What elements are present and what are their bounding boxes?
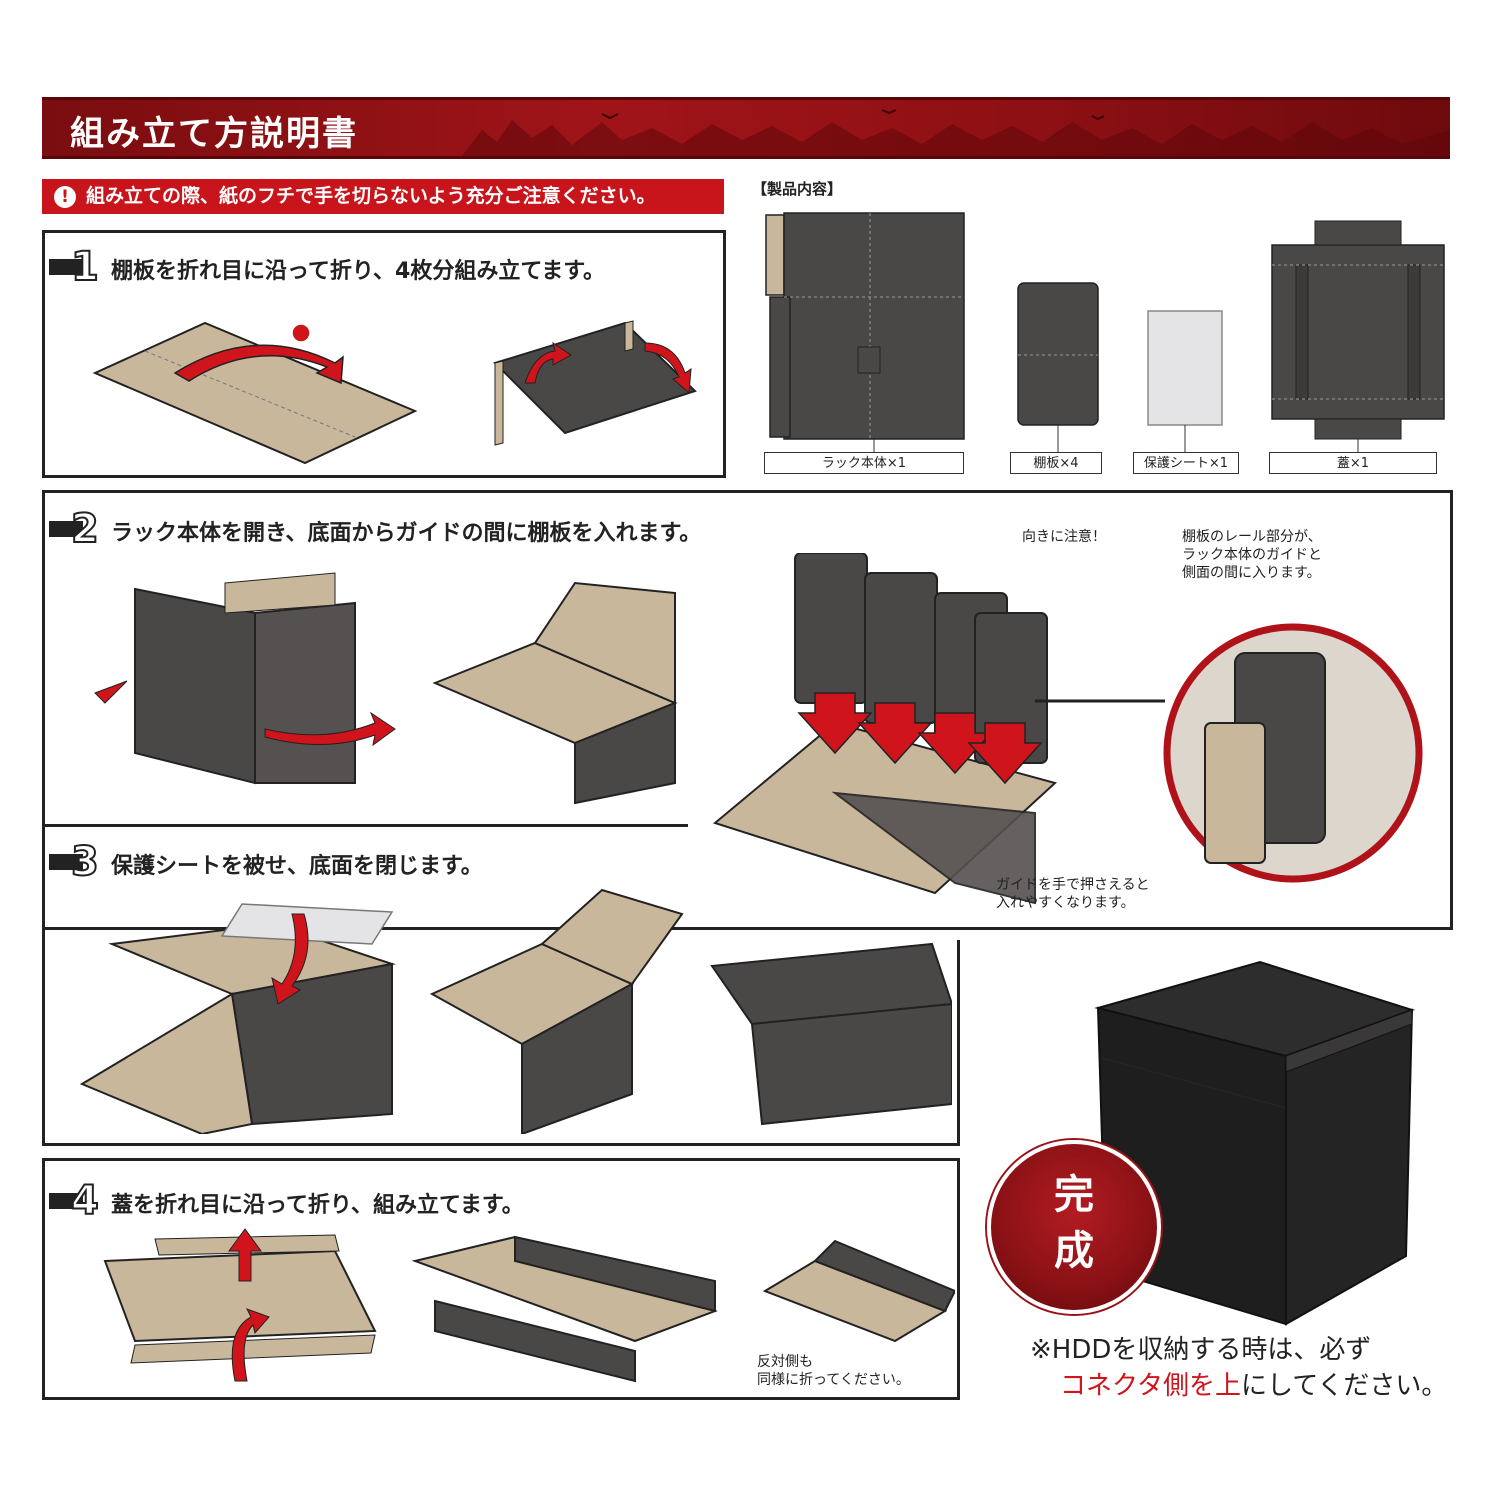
shelf-board-illustration bbox=[1018, 283, 1098, 453]
guide-note: ガイドを手で押さえると 入れやすくなります。 bbox=[996, 876, 1150, 912]
hdd-storage-note: ※HDDを収納する時は、必ず コネクタ側を上にしてください。 bbox=[1030, 1332, 1447, 1404]
orientation-note: 向きに注意！ bbox=[1022, 528, 1106, 546]
rack-body-flat-illustration bbox=[766, 213, 964, 453]
step-1-panel: 1 棚板を折れ目に沿って折り、4枚分組み立てます。 bbox=[42, 230, 726, 478]
step-3-content: 3 保護シートを被せ、底面を閉じます。 bbox=[42, 824, 960, 1146]
step-1-instruction: 棚板を折れ目に沿って折り、4枚分組み立てます。 bbox=[111, 253, 605, 285]
guide-note-line: ガイドを手で押さえると bbox=[996, 876, 1150, 894]
contents-label-protective-sheet: 保護シート×1 bbox=[1133, 452, 1239, 474]
contents-heading: 【製品内容】 bbox=[752, 178, 842, 199]
contents-label-lid: 蓋×1 bbox=[1269, 452, 1437, 474]
lid-flat-illustration bbox=[1272, 221, 1444, 453]
step-2-instruction: ラック本体を開き、底面からガイドの間に棚板を入れます。 bbox=[111, 515, 701, 547]
step-2-number: 2 bbox=[71, 507, 99, 551]
connector-up-emphasis: コネクタ側を上 bbox=[1060, 1371, 1241, 1401]
step-4-instruction: 蓋を折れ目に沿って折り、組み立てます。 bbox=[111, 1187, 524, 1219]
exclamation-icon: ! bbox=[54, 186, 76, 208]
complete-badge: 完 成 bbox=[987, 1140, 1161, 1314]
step-4-number: 4 bbox=[71, 1179, 99, 1223]
rail-note-line: 棚板のレール部分が、 bbox=[1182, 528, 1322, 546]
step-1-illustration bbox=[85, 303, 725, 473]
title-banner: 組み立て方説明書 bbox=[42, 97, 1450, 159]
step-3-instruction: 保護シートを被せ、底面を閉じます。 bbox=[111, 848, 483, 880]
step-3-number: 3 bbox=[71, 840, 99, 884]
caution-text: 組み立ての際、紙のフチで手を切らないよう充分ご注意ください。 bbox=[86, 185, 656, 207]
other-side-note-line: 反対側も bbox=[757, 1353, 910, 1371]
hdd-note-line-2-rest: にしてください。 bbox=[1241, 1371, 1447, 1401]
complete-char: 完 bbox=[991, 1170, 1157, 1220]
product-contents-illustration bbox=[760, 205, 1450, 475]
other-side-note: 反対側も 同様に折ってください。 bbox=[757, 1353, 910, 1389]
rail-note-line: 側面の間に入ります。 bbox=[1182, 564, 1322, 582]
page-title: 組み立て方説明書 bbox=[70, 106, 358, 155]
contents-label-shelf-board: 棚板×4 bbox=[1010, 452, 1102, 474]
rail-note: 棚板のレール部分が、 ラック本体のガイドと 側面の間に入ります。 bbox=[1182, 528, 1322, 582]
complete-char: 成 bbox=[991, 1226, 1157, 1276]
caution-banner: ! 組み立ての際、紙のフチで手を切らないよう充分ご注意ください。 bbox=[42, 179, 724, 214]
other-side-note-line: 同様に折ってください。 bbox=[757, 1371, 910, 1389]
step-1-number: 1 bbox=[71, 245, 99, 289]
contents-label-rack-body: ラック本体×1 bbox=[764, 452, 964, 474]
hdd-note-line-1: ※HDDを収納する時は、必ず bbox=[1030, 1332, 1447, 1368]
protective-sheet-illustration bbox=[1148, 311, 1222, 453]
step-4-panel: 4 蓋を折れ目に沿って折り、組み立てます。 反対側も 同様に折ってください。 bbox=[42, 1158, 960, 1400]
hdd-note-line-2: コネクタ側を上にしてください。 bbox=[1030, 1368, 1447, 1404]
guide-note-line: 入れやすくなります。 bbox=[996, 894, 1150, 912]
rail-note-line: ラック本体のガイドと bbox=[1182, 546, 1322, 564]
step-3-illustration bbox=[72, 884, 952, 1134]
